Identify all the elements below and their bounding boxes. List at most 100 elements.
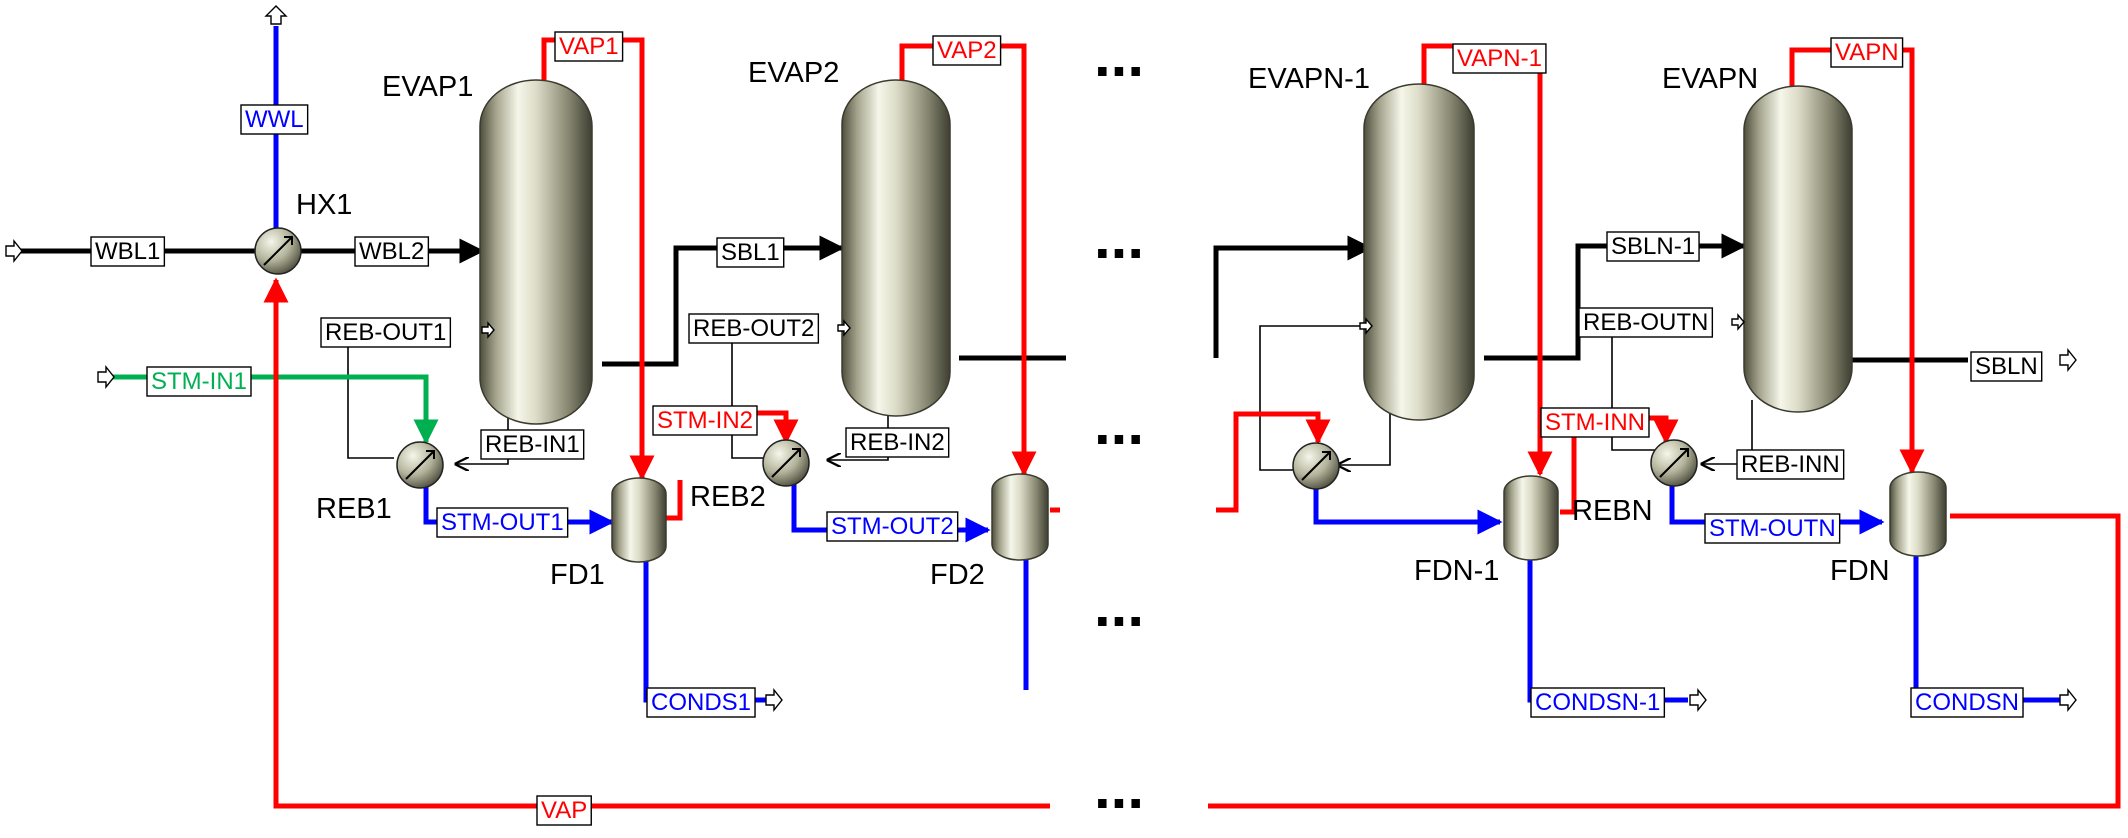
evapn1-name: EVAPN-1	[1248, 63, 1370, 95]
stream-tag-stm-out1[interactable]: STM-OUT1	[436, 507, 569, 538]
flash-drum-icon	[1503, 475, 1559, 561]
product-arrow-icon[interactable]	[765, 688, 783, 712]
stream-tag-condsn1[interactable]: CONDSN-1	[1530, 687, 1666, 718]
stream-tag-conds1[interactable]: CONDS1	[646, 687, 756, 718]
evapn1-vessel[interactable]	[1363, 83, 1475, 421]
stream-tag-sbl1[interactable]: SBL1	[716, 237, 785, 268]
condsn-1-line[interactable]	[1527, 560, 1688, 703]
stream-tag-vap[interactable]: VAP	[536, 795, 592, 826]
heat-port-icon[interactable]	[837, 319, 851, 337]
feed-arrow-icon[interactable]	[5, 239, 23, 263]
fd2-drum[interactable]	[991, 473, 1049, 561]
reb-out2-line[interactable]	[731, 338, 766, 459]
product-arrow-icon[interactable]	[1689, 688, 1707, 712]
evaporator-vessel-icon	[841, 79, 951, 417]
heat-port-icon[interactable]	[1731, 313, 1745, 331]
stream-tag-box	[1540, 407, 1650, 438]
stream-tag-vapn1[interactable]: VAPN-1	[1452, 43, 1547, 74]
hx1-name: HX1	[296, 189, 352, 221]
stream-tag-stm-in2[interactable]: STM-IN2	[652, 405, 758, 436]
stream-tag-wwl[interactable]: WWL	[240, 104, 309, 135]
stream-tag-box	[688, 313, 820, 344]
stream-tag-vap1[interactable]: VAP1	[554, 31, 624, 62]
stream-label-sbl1: SBL1	[721, 239, 780, 266]
stream-tag-box	[932, 35, 1002, 66]
reb-outn-line[interactable]	[1611, 336, 1658, 451]
vap-line-right[interactable]	[1208, 513, 2121, 809]
stream-tag-condsn[interactable]: CONDSN	[1910, 687, 2024, 718]
stream-tag-box	[240, 104, 309, 135]
stream-tag-box	[1606, 231, 1700, 262]
evap2-vessel[interactable]	[841, 79, 951, 417]
stream-tag-wbl2[interactable]: WBL2	[354, 236, 430, 267]
heat-port-icon[interactable]	[1359, 317, 1373, 335]
reb-out1-line[interactable]	[347, 332, 394, 459]
stream-tag-reb-outn[interactable]: REB-OUTN	[1578, 307, 1714, 338]
evapn-name: EVAPN	[1662, 63, 1758, 95]
ellipsis-top: ...	[1094, 22, 1144, 89]
reb1-exchanger[interactable]	[396, 441, 444, 489]
stream-tag-box	[146, 366, 252, 397]
stream-tag-box	[1704, 513, 1841, 544]
stream-tag-box	[1830, 37, 1904, 68]
stream-label-vapn: VAPN	[1835, 39, 1899, 66]
vap-line-left[interactable]	[263, 277, 1050, 809]
ellipsis-row4: ...	[1094, 572, 1144, 639]
stream-label-stm-outn: STM-OUTN	[1709, 515, 1836, 542]
reb-n1-exchanger[interactable]	[1292, 442, 1340, 490]
stream-tag-vapn[interactable]: VAPN	[1830, 37, 1904, 68]
product-arrow-icon[interactable]	[264, 5, 288, 25]
stream-label-condsn: CONDSN	[1915, 689, 2019, 716]
stream-label-reb-out1: REB-OUT1	[325, 319, 446, 346]
rebn-exchanger[interactable]	[1650, 439, 1698, 487]
conds1-line[interactable]	[643, 560, 766, 703]
evap1-vessel[interactable]	[479, 79, 593, 425]
reb2-exchanger[interactable]	[762, 439, 810, 487]
heat-port-icon[interactable]	[481, 321, 495, 339]
feed-arrow-icon[interactable]	[97, 365, 115, 389]
fdn1-name: FDN-1	[1414, 555, 1499, 587]
stream-label-wbl1: WBL1	[95, 238, 160, 265]
fdn-drum[interactable]	[1889, 471, 1947, 557]
evapn-vessel[interactable]	[1743, 85, 1853, 413]
stream-tag-reb-out2[interactable]: REB-OUT2	[688, 313, 820, 344]
stream-tag-reb-in1[interactable]: REB-IN1	[480, 429, 585, 460]
stm-in-n1-line[interactable]	[1216, 411, 1331, 513]
stream-tag-wbl1[interactable]: WBL1	[90, 236, 166, 267]
evapn1-reb-in-line[interactable]	[1338, 412, 1391, 465]
stream-tag-box	[1530, 687, 1666, 718]
stream-tag-stm-out2[interactable]: STM-OUT2	[826, 511, 959, 542]
sbln1-line[interactable]	[1484, 233, 1747, 361]
stream-tag-sbln[interactable]: SBLN	[1970, 351, 2043, 382]
stream-tag-box	[1970, 351, 2043, 382]
product-arrow-icon[interactable]	[2059, 348, 2077, 372]
condsn-line[interactable]	[1913, 556, 2060, 703]
fdn1-drum[interactable]	[1503, 475, 1559, 561]
stream-label-sbln: SBLN	[1975, 353, 2038, 380]
stm-outn1-line[interactable]	[1313, 486, 1503, 535]
stream-tag-box	[716, 237, 785, 268]
ellipsis-row3: ...	[1094, 390, 1144, 457]
fd1-vapor-line[interactable]	[666, 480, 683, 521]
rebn-name: REBN	[1572, 495, 1653, 527]
evapn1-reb-out-line[interactable]	[1259, 325, 1360, 471]
fd1-drum[interactable]	[611, 477, 667, 563]
stream-label-stm-out1: STM-OUT1	[441, 509, 564, 536]
stream-label-stm-in1: STM-IN1	[151, 368, 247, 395]
stream-tag-stm-inn[interactable]: STM-INN	[1540, 407, 1650, 438]
stream-tag-stm-outn[interactable]: STM-OUTN	[1704, 513, 1841, 544]
stream-tag-vap2[interactable]: VAP2	[932, 35, 1002, 66]
stream-tag-reb-in2[interactable]: REB-IN2	[845, 427, 950, 458]
hx1-exchanger[interactable]	[254, 227, 302, 275]
evapn1-feed-line[interactable]	[1213, 235, 1373, 358]
stream-label-conds1: CONDS1	[651, 689, 751, 716]
stream-tag-sbln1[interactable]: SBLN-1	[1606, 231, 1700, 262]
flash-drum-icon	[611, 477, 667, 563]
stream-tag-box	[646, 687, 756, 718]
stream-tag-stm-in1[interactable]: STM-IN1	[146, 366, 252, 397]
stream-label-vapn1: VAPN-1	[1457, 45, 1542, 72]
stream-label-stm-in2: STM-IN2	[657, 407, 753, 434]
product-arrow-icon[interactable]	[2059, 688, 2077, 712]
stream-tag-reb-out1[interactable]: REB-OUT1	[320, 317, 452, 348]
stream-tag-reb-inn[interactable]: REB-INN	[1736, 449, 1845, 480]
